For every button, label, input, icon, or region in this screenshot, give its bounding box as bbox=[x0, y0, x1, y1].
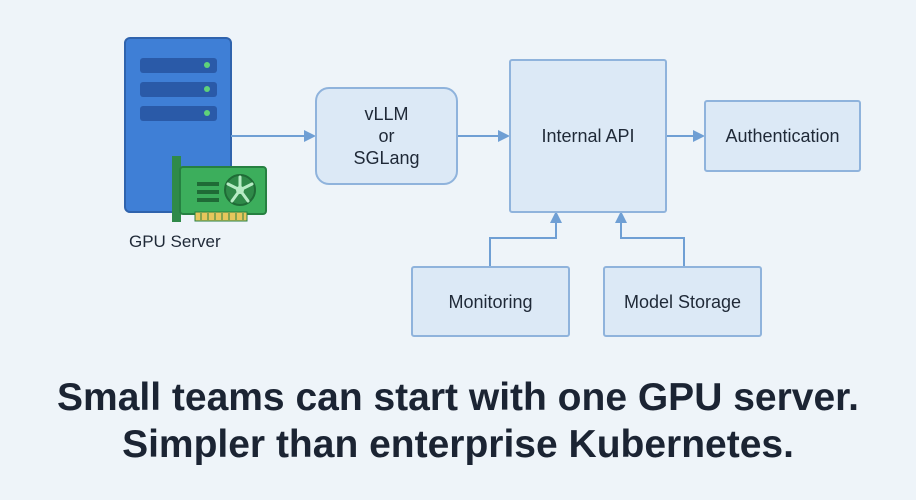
inference-engine-node: vLLM or SGLang bbox=[315, 87, 458, 185]
internal-api-node: Internal API bbox=[509, 59, 667, 213]
authentication-label: Authentication bbox=[725, 126, 840, 146]
engine-line-3: SGLang bbox=[353, 148, 420, 168]
internal-api-label: Internal API bbox=[541, 126, 635, 146]
arrow-storage-to-api bbox=[615, 211, 685, 266]
authentication-node: Authentication bbox=[704, 100, 861, 172]
arrow-monitoring-to-api bbox=[489, 211, 562, 266]
caption-line-2: Simpler than enterprise Kubernetes. bbox=[122, 423, 794, 466]
gpu-server-label: GPU Server bbox=[129, 232, 221, 251]
caption: Small teams can start with one GPU serve… bbox=[0, 374, 916, 468]
model-storage-node: Model Storage bbox=[603, 266, 762, 337]
gpu-card-icon bbox=[172, 156, 267, 222]
engine-line-2: or bbox=[378, 126, 395, 146]
monitoring-node: Monitoring bbox=[411, 266, 570, 337]
caption-line-1: Small teams can start with one GPU serve… bbox=[57, 376, 859, 419]
engine-line-1: vLLM bbox=[364, 104, 409, 124]
model-storage-label: Model Storage bbox=[623, 291, 742, 312]
monitoring-label: Monitoring bbox=[448, 291, 533, 312]
